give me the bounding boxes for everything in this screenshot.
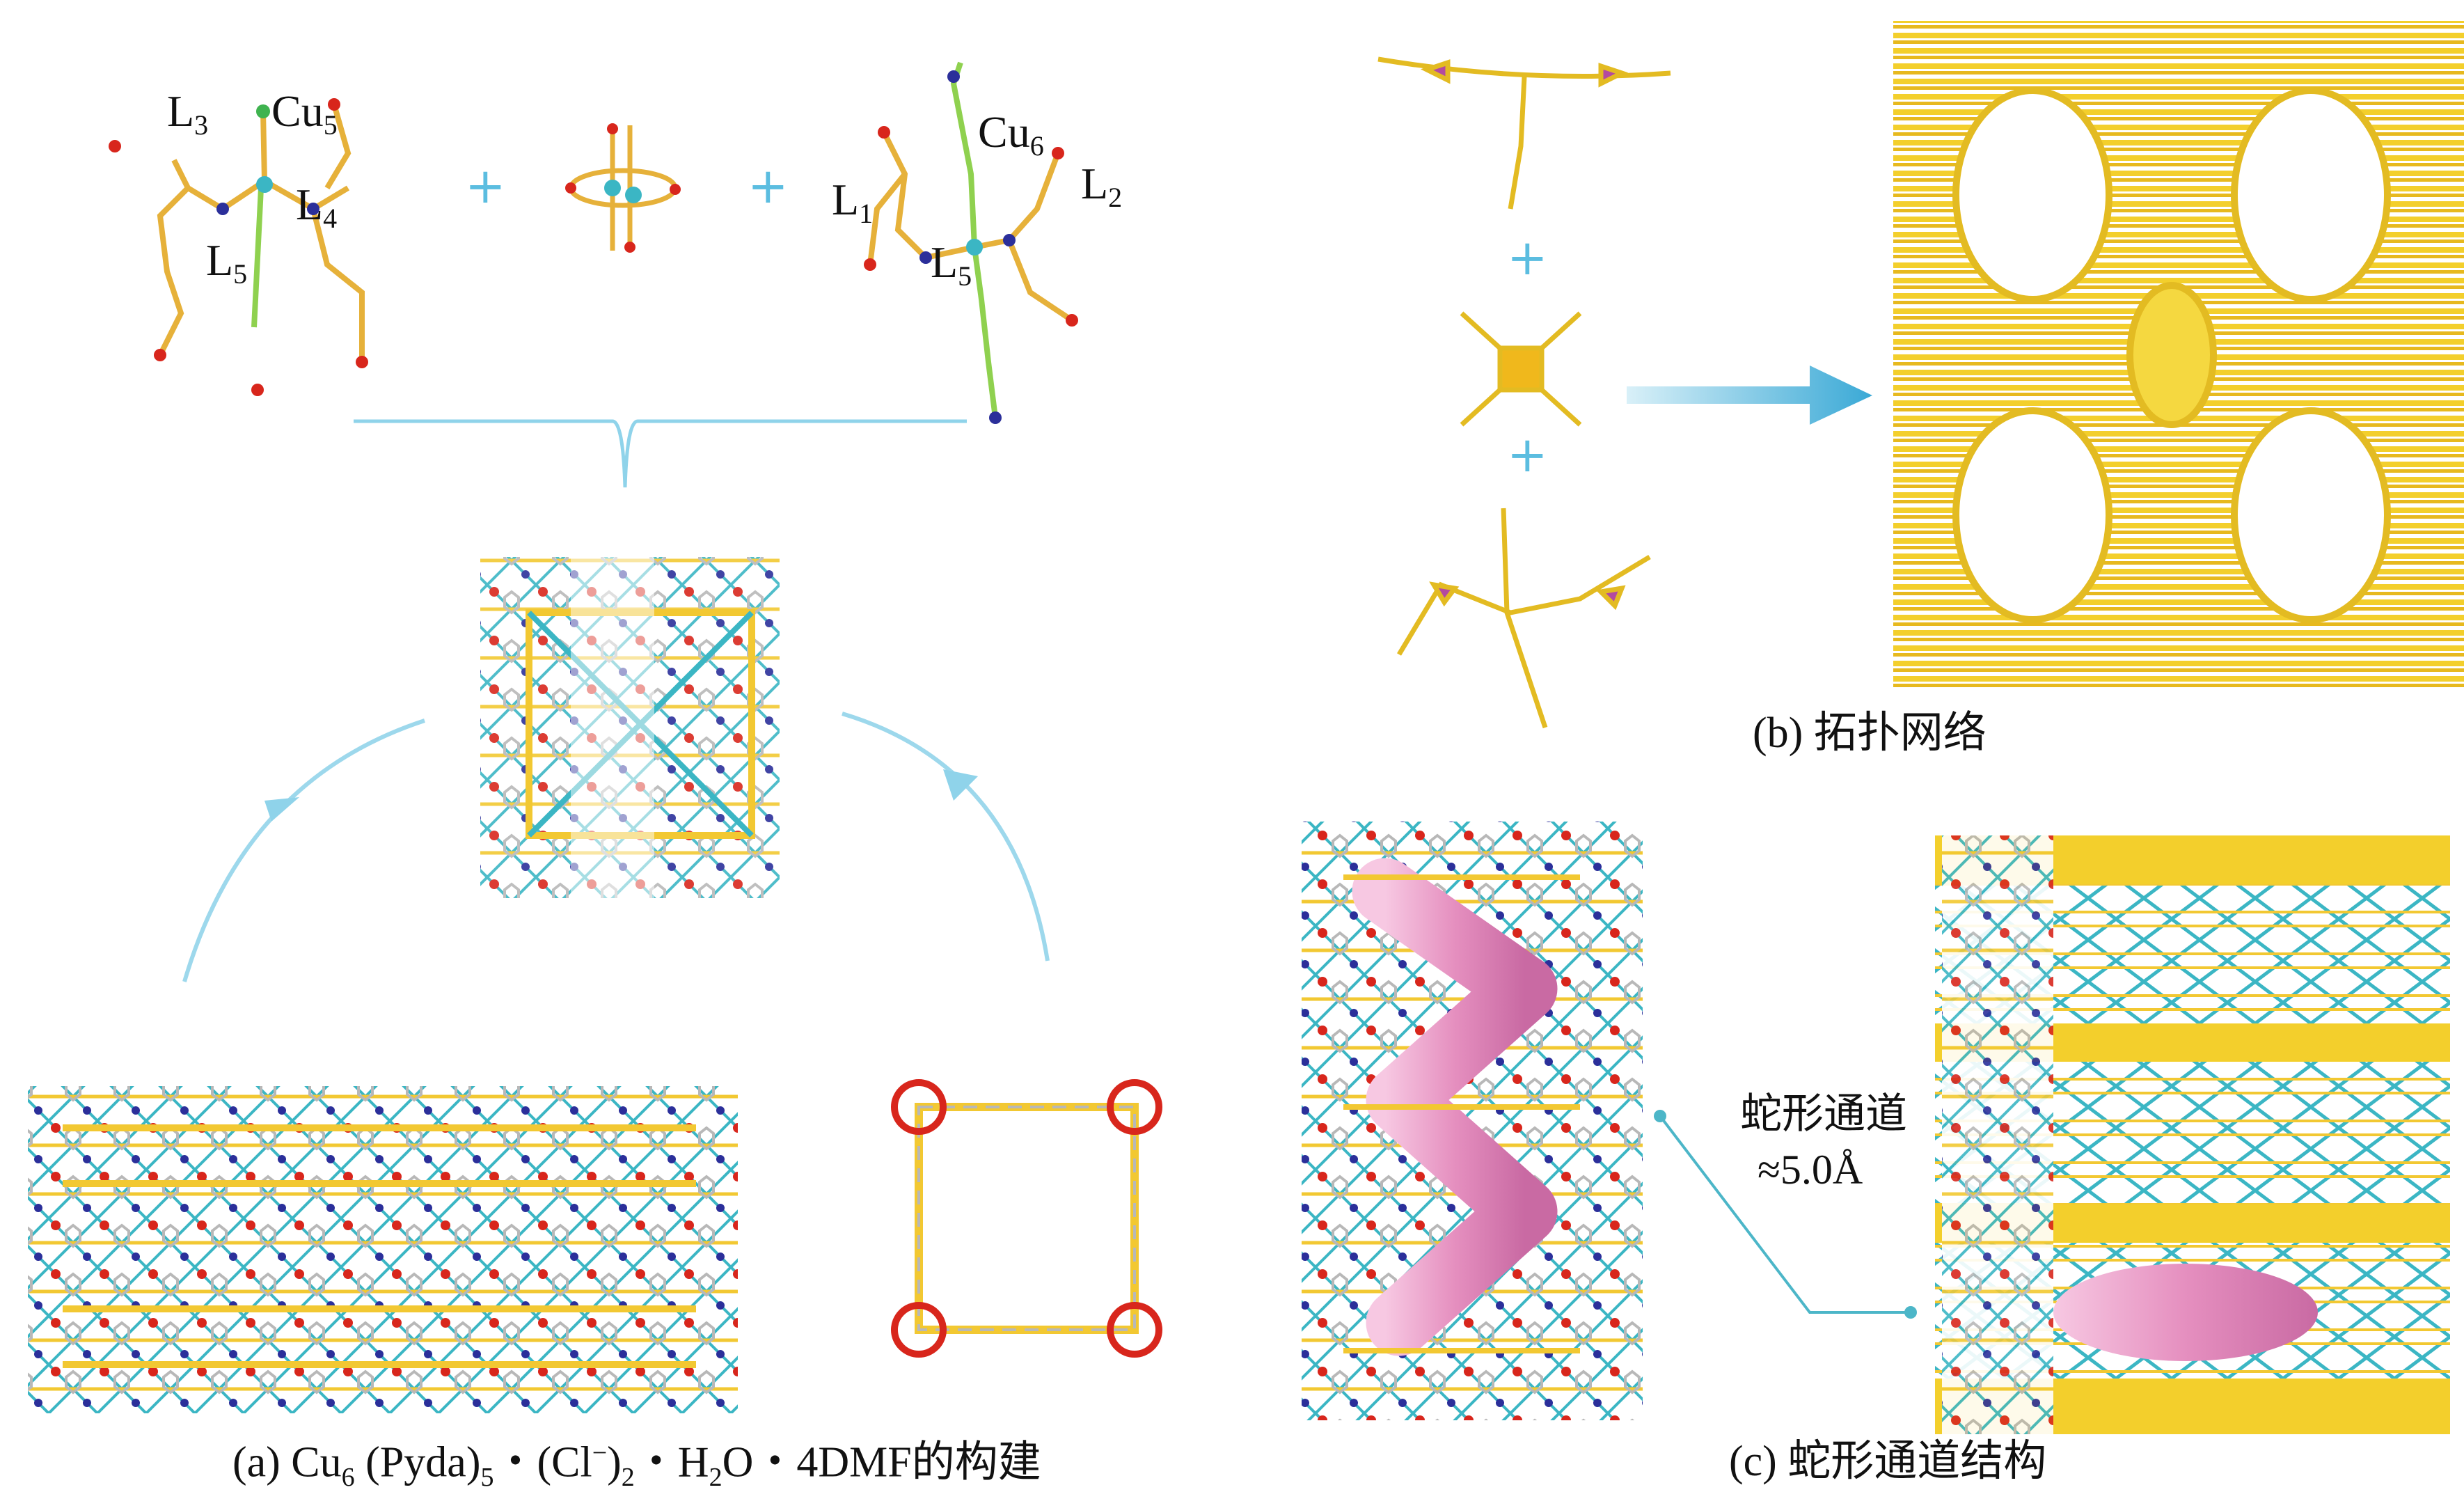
topology-network (1893, 21, 2464, 689)
caption-a: (a) Cu6 (Pyda)5・(Cl−)2・H2O・4DMF的构建 (232, 1438, 1041, 1492)
caption-c: (c) 蛇形通道结构 (1729, 1438, 2047, 1485)
topology-node-3c (1377, 56, 1671, 210)
transform-arrow (1627, 366, 1872, 425)
cu6-cage-structure (480, 557, 780, 898)
label-L4: L4 (296, 180, 338, 234)
cu6-chain-structure (28, 1086, 738, 1413)
caption-b: (b) 拓扑网络 (1753, 709, 1987, 757)
channel-block-structure (1935, 835, 2450, 1434)
channel-column-structure (1302, 822, 1643, 1420)
label-Cu5: Cu5 (271, 86, 338, 141)
assembly-bracket (354, 419, 967, 488)
topology-node-4c-b (1396, 508, 1651, 729)
channel-annotation-size: ≈5.0Å (1758, 1147, 1863, 1193)
label-L3: L3 (167, 86, 209, 141)
label-Cu6: Cu6 (978, 107, 1044, 162)
plus-sign: + (1507, 229, 1548, 286)
cu6-fragment (864, 61, 1078, 424)
annotation-connector (1654, 1110, 1917, 1319)
label-L5-right: L5 (931, 237, 972, 292)
channel-annotation-name: 蛇形通道 (1740, 1091, 1907, 1137)
channel-cylinder (2053, 1264, 2318, 1361)
serpentine-channel (1352, 858, 1558, 1356)
label-L5-left: L5 (206, 235, 248, 290)
cu-square-unit (891, 1079, 1162, 1358)
plus-sign: + (1507, 426, 1548, 483)
plus-sign: + (465, 157, 506, 214)
curved-arrow-right (842, 712, 1050, 961)
label-L1: L1 (832, 175, 874, 229)
curved-arrow-left (182, 718, 425, 982)
paddlewheel-fragment (565, 123, 681, 253)
label-L2: L2 (1081, 159, 1123, 213)
plus-sign: + (748, 157, 789, 214)
topology-node-4c (1460, 311, 1582, 427)
cu5-fragment (109, 98, 368, 396)
